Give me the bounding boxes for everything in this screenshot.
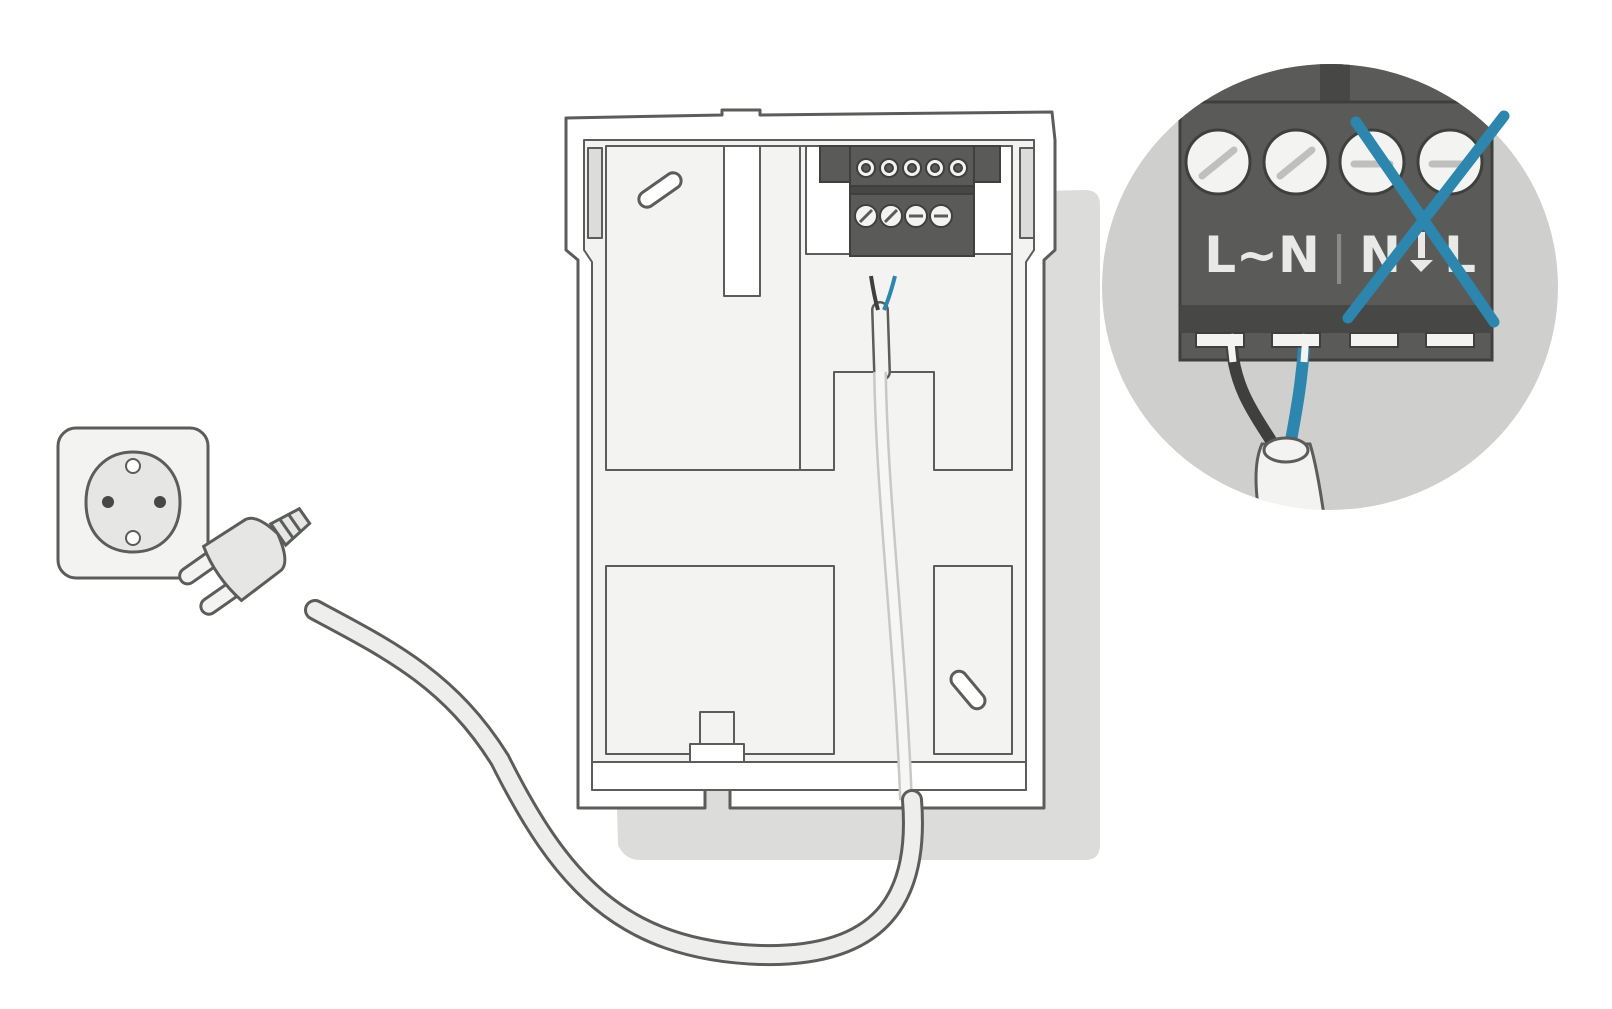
power-socket-icon: [56, 426, 210, 580]
terminal-block: [819, 145, 1001, 257]
terminal-label-ln: L~N: [1204, 226, 1320, 284]
terminal-label-divider: |: [1331, 226, 1348, 284]
terminal-zoom: L~N | N L: [1102, 64, 1558, 510]
mounting-slot-top: [637, 171, 683, 209]
device-cable: [869, 275, 913, 801]
device-housing: [564, 108, 1057, 810]
mounting-slot-bottom: [949, 669, 987, 711]
power-plug-icon: [178, 506, 312, 616]
cross-out-icon: [1342, 110, 1510, 328]
earth-symbol-icon: [1410, 232, 1433, 272]
